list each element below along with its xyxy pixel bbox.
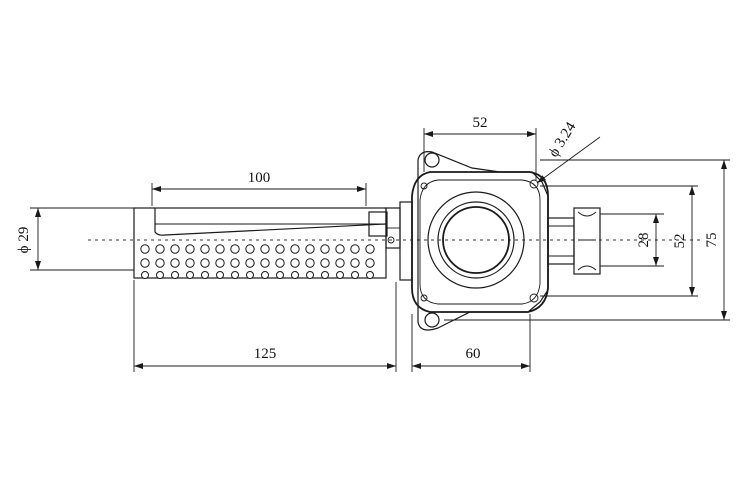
perforation-hole <box>365 244 375 254</box>
perforation-hole <box>335 258 345 268</box>
perforation-hole <box>156 271 164 279</box>
dim-text-overall-height: 75 <box>704 233 720 248</box>
perforation-hole <box>230 244 240 254</box>
perforation-hole <box>275 244 285 254</box>
perforation-hole <box>366 271 374 279</box>
perforation-hole <box>290 244 300 254</box>
dimension-tube-length: 100 <box>151 170 367 206</box>
dim-text-tube-length: 100 <box>248 170 271 186</box>
perforation-hole <box>320 258 330 268</box>
dim-text-housing-width: 60 <box>466 346 481 362</box>
dim-text-port-height: 28 <box>636 233 652 248</box>
dimension-total-length: 125 <box>133 280 397 372</box>
perforation-hole <box>260 258 270 268</box>
perforation-hole <box>200 258 210 268</box>
perforation-hole <box>140 244 150 254</box>
dim-text-total-length: 125 <box>254 346 277 362</box>
perforation-hole <box>246 271 254 279</box>
dim-text-mount-spacing: 52 <box>672 234 688 249</box>
perforation-hole <box>230 258 240 268</box>
perforation-hole <box>171 271 179 279</box>
perforation-hole <box>155 258 165 268</box>
dim-text-tube-diameter: ϕ 29 <box>16 227 32 254</box>
perforation-hole <box>321 271 329 279</box>
perforation-hole <box>260 244 270 254</box>
perforation-hole <box>306 271 314 279</box>
dimension-overall-height: 75 <box>444 159 730 321</box>
perforation-hole <box>351 271 359 279</box>
dim-text-housing-opening: 52 <box>473 115 488 131</box>
perforation-hole <box>170 258 180 268</box>
perforation-hole <box>155 244 165 254</box>
dimension-mount-spacing: 52 <box>540 185 698 297</box>
perforation-hole <box>320 244 330 254</box>
housing <box>411 151 549 331</box>
perforation-hole <box>141 271 149 279</box>
cable-gland <box>547 207 601 275</box>
perforation-hole <box>336 271 344 279</box>
tube-coupling <box>368 201 413 281</box>
dimension-tube-diameter: ϕ 29 <box>16 207 134 271</box>
leader-mount-hole: ϕ 3.24 <box>536 119 601 184</box>
dim-text-mount-hole: ϕ 3.24 <box>546 119 580 160</box>
perforation-hole <box>335 244 345 254</box>
perforation-hole <box>350 258 360 268</box>
perforation-hole <box>350 244 360 254</box>
perforation-hole <box>291 271 299 279</box>
perforation-hole <box>200 244 210 254</box>
perforation-holes <box>140 244 375 279</box>
dimension-housing-opening: 52 <box>423 115 537 180</box>
perforation-hole <box>186 271 194 279</box>
sensor-tube <box>133 207 387 279</box>
dimension-housing-width: 60 <box>411 314 531 372</box>
perforation-hole <box>201 271 209 279</box>
perforation-hole <box>290 258 300 268</box>
perforation-hole <box>275 258 285 268</box>
dimension-port-height: 28 <box>600 213 664 267</box>
perforation-hole <box>245 244 255 254</box>
perforation-hole <box>170 244 180 254</box>
perforation-hole <box>276 271 284 279</box>
perforation-hole <box>245 258 255 268</box>
perforation-hole <box>215 258 225 268</box>
perforation-hole <box>261 271 269 279</box>
perforation-hole <box>140 258 150 268</box>
perforation-hole <box>185 244 195 254</box>
perforation-hole <box>365 258 375 268</box>
perforation-hole <box>185 258 195 268</box>
perforation-hole <box>305 258 315 268</box>
perforation-hole <box>216 271 224 279</box>
perforation-hole <box>231 271 239 279</box>
perforation-hole <box>215 244 225 254</box>
perforation-hole <box>305 244 315 254</box>
